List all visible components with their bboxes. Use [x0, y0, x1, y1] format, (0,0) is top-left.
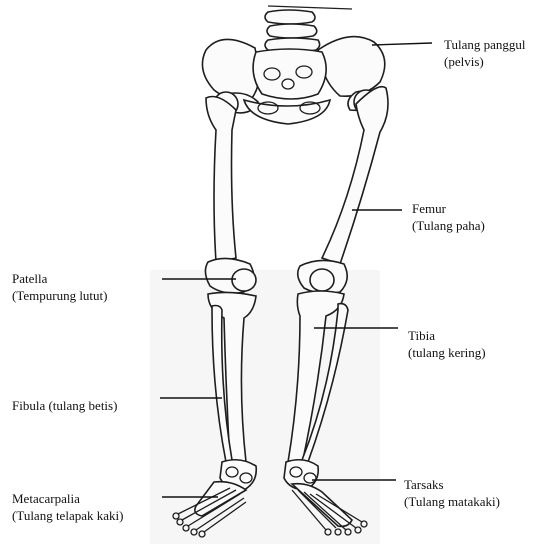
label-femur-name: Femur — [412, 200, 485, 217]
label-tarsal-local: (Tulang matakaki) — [404, 493, 500, 510]
label-pelvis: Tulang panggul (pelvis) — [444, 36, 526, 70]
label-femur: Femur (Tulang paha) — [412, 200, 485, 234]
label-tibia-name: Tibia — [408, 327, 486, 344]
label-metatarsal-local: (Tulang telapak kaki) — [12, 507, 123, 524]
label-tibia: Tibia (tulang kering) — [408, 327, 486, 361]
label-femur-local: (Tulang paha) — [412, 217, 485, 234]
femur-left — [205, 92, 256, 293]
label-tibia-local: (tulang kering) — [408, 344, 486, 361]
label-patella-local: (Tempurung lutut) — [12, 287, 108, 304]
label-pelvis-name: Tulang panggul — [444, 36, 526, 53]
label-metatarsal: Metacarpalia (Tulang telapak kaki) — [12, 490, 123, 524]
label-patella-name: Patella — [12, 270, 108, 287]
label-tarsal-name: Tarsaks — [404, 476, 500, 493]
label-tarsal: Tarsaks (Tulang matakaki) — [404, 476, 500, 510]
label-metatarsal-name: Metacarpalia — [12, 490, 123, 507]
leader-pelvis — [372, 43, 432, 45]
label-patella: Patella (Tempurung lutut) — [12, 270, 108, 304]
label-pelvis-latin: (pelvis) — [444, 53, 526, 70]
label-fibula-name: Fibula (tulang betis) — [12, 397, 117, 414]
label-fibula: Fibula (tulang betis) — [12, 397, 117, 414]
